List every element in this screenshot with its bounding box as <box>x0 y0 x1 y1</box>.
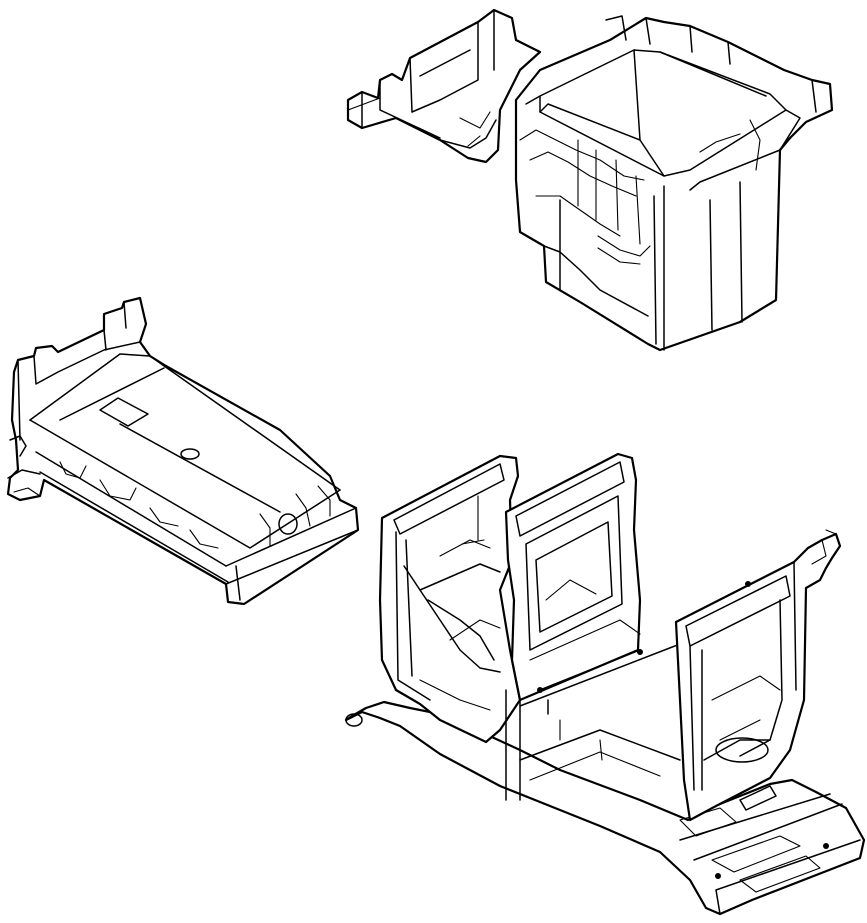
upper-box-part <box>346 8 834 352</box>
mounting-bracket-part <box>344 452 866 916</box>
control-module-part <box>6 296 360 606</box>
bracket-left-frame <box>378 454 522 744</box>
upper-box-side-tray <box>346 8 542 164</box>
bracket-center-frame <box>504 452 642 702</box>
upper-box-body <box>514 16 834 352</box>
